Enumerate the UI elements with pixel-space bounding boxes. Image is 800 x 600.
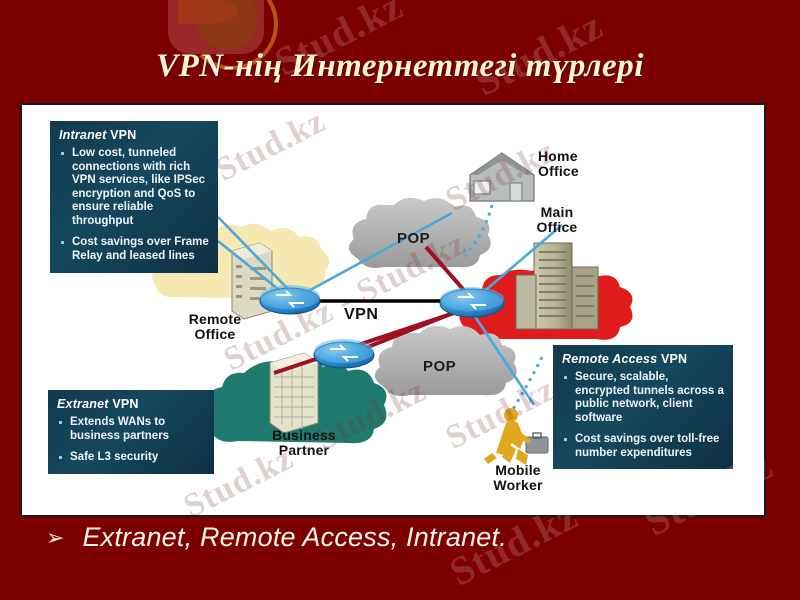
home-office-label: Home Office	[538, 148, 579, 180]
list-item: Cost savings over Frame Relay and leased…	[59, 236, 209, 263]
main-office-label: Main Office	[536, 204, 578, 236]
list-item: Extends WANs to business partners	[57, 416, 205, 443]
router-business-partner	[313, 339, 375, 369]
vpn-diagram-panel: POP POP VPN Home Office Main Office Remo…	[20, 103, 766, 517]
pop-label-bottom: POP	[423, 358, 457, 375]
home-office-house	[469, 152, 535, 202]
remote-office-label: Remote Office	[188, 311, 242, 343]
extranet-vpn-box-title: Extranet VPN	[57, 397, 139, 411]
logo-ring-decoration	[186, 0, 278, 70]
business-partner-label: Business Partner	[272, 427, 336, 459]
router-remote-office	[259, 285, 321, 315]
list-item: Cost savings over toll-free number expen…	[562, 433, 724, 460]
page-title: VPN-нің Интернеттегі түрлері	[156, 48, 644, 84]
intranet-vpn-box-list: Low cost, tunneled connections with rich…	[59, 147, 209, 264]
vpn-label: VPN	[344, 306, 379, 323]
bullet-arrow-icon: ➢	[46, 524, 65, 550]
list-item: Safe L3 security	[57, 451, 205, 465]
remote-access-vpn-box-title: Remote Access VPN	[562, 352, 688, 366]
intranet-vpn-box-title: Intranet VPN	[59, 128, 137, 142]
router-main-office	[439, 287, 505, 318]
business-partner-server	[269, 352, 319, 434]
extranet-vpn-box-list: Extends WANs to business partners Safe L…	[57, 416, 205, 465]
mobile-worker-figure	[484, 408, 549, 465]
list-item: Low cost, tunneled connections with rich…	[59, 147, 209, 228]
main-office-buildings	[515, 242, 599, 330]
bullet-text: Extranet, Remote Access, Intranet.	[82, 522, 507, 552]
intranet-vpn-box: Intranet VPN Low cost, tunneled connecti…	[50, 121, 218, 273]
remote-access-vpn-box: Remote Access VPN Secure, scalable, encr…	[553, 345, 733, 470]
bottom-bullet: ➢ Extranet, Remote Access, Intranet.	[0, 522, 800, 553]
pop-label-top: POP	[397, 230, 431, 247]
dotted-links	[462, 204, 544, 412]
extranet-vpn-box: Extranet VPN Extends WANs to business pa…	[48, 390, 214, 474]
mobile-worker-label: Mobile Worker	[493, 462, 543, 494]
list-item: Secure, scalable, encrypted tunnels acro…	[562, 371, 724, 425]
pop-cloud-bottom	[374, 325, 517, 396]
remote-access-vpn-box-list: Secure, scalable, encrypted tunnels acro…	[562, 371, 724, 460]
diagram-canvas: POP POP VPN Home Office Main Office Remo…	[22, 105, 764, 515]
